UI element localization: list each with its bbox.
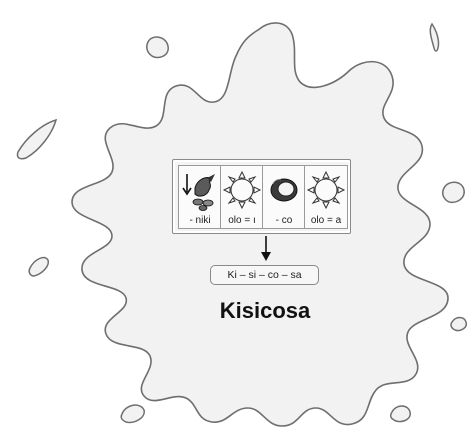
splash-droplet [443,182,465,202]
coconut-icon [263,166,305,214]
splash-droplet [29,258,48,276]
cell-caption: - co [263,215,305,227]
sun-icon [221,166,263,214]
cell-caption: olo = ı [221,215,263,227]
rebus-strip: - niki olo = ı - co olo = a [172,159,351,234]
splash-droplet [147,37,168,57]
rebus-cell: olo = a [304,165,348,229]
down-arrow-icon [256,234,276,264]
rebus-cell: - co [262,165,306,229]
splash-droplet [391,406,411,422]
splash-droplet [121,405,144,422]
splash-droplet [451,318,466,331]
splash-droplet [430,24,438,51]
result-word: Kisicosa [190,297,340,325]
arrow-and-bird-icon [179,166,221,214]
splash-droplet [17,120,56,159]
rebus-cell: - niki [178,165,222,229]
cell-caption: - niki [179,215,221,227]
sun-icon [305,166,347,214]
cell-caption: olo = a [305,215,347,227]
syllable-breakdown: Ki – si – co – sa [210,265,319,285]
rebus-cell: olo = ı [220,165,264,229]
